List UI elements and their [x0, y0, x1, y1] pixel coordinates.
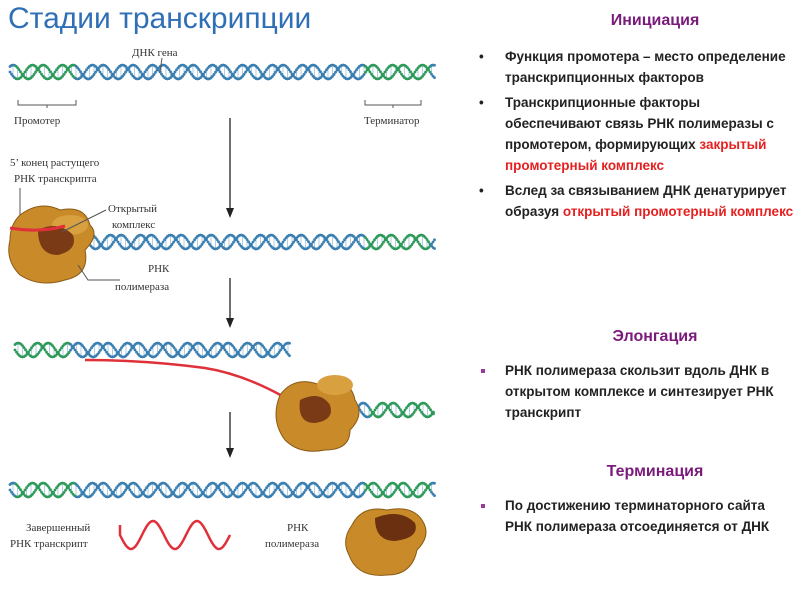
rnap-label: РНК — [148, 263, 170, 275]
terminator-label: Терминатор — [364, 115, 420, 127]
bullet-text: РНК полимераза скользит вдоль ДНК в откр… — [505, 363, 774, 420]
rnap-label: полимераза — [265, 538, 319, 550]
terminator-bracket — [364, 100, 422, 108]
dna-helix — [8, 481, 436, 499]
finished-rna-label: Завершенный — [26, 522, 90, 534]
rnap-label: РНК — [287, 522, 309, 534]
rna-transcript — [9, 224, 66, 232]
dna-helix — [8, 63, 436, 81]
initiation-section: Инициация •Функция промотера – место опр… — [475, 12, 795, 226]
rna-polymerase-blob — [345, 508, 427, 576]
initiation-heading: Инициация — [610, 12, 700, 29]
arrow-down-icon — [226, 278, 234, 328]
dna-gene-label: ДНК гена — [132, 47, 178, 59]
bullet-item: •Транскрипционные факторы обеспечивают с… — [479, 95, 774, 173]
promoter-bracket — [17, 100, 77, 108]
bullet-item: По достижению терминаторного сайта РНК п… — [475, 495, 795, 537]
finished-rna-transcript — [118, 519, 232, 551]
elongation-section: Элонгация РНК полимераза скользит вдоль … — [475, 328, 795, 427]
slide-title: Стадии транскрипции — [8, 2, 312, 35]
bullet-text: Транскрипционные факторы обеспечивают св… — [505, 95, 774, 152]
bullet-text: Функция промотера – место определение тр… — [505, 49, 786, 85]
finished-rna-label: РНК транскрипт — [10, 538, 88, 550]
bullet-text: Вслед за связыванием ДНК денатурирует об… — [505, 183, 787, 219]
bullet-item: •Вслед за связыванием ДНК денатурирует о… — [479, 183, 794, 219]
arrow-down-icon — [226, 412, 234, 458]
bullet-item: •Функция промотера – место определение т… — [479, 49, 786, 85]
open-complex-label: Открытый — [108, 203, 157, 215]
arrow-down-icon — [226, 118, 234, 218]
five-prime-label: 5’ конец растущего — [10, 157, 100, 169]
rna-polymerase-blob — [8, 205, 95, 284]
bullet-item: РНК полимераза скользит вдоль ДНК в откр… — [475, 360, 795, 423]
open-complex-label: комплекс — [112, 219, 155, 231]
highlight-text: открытый промотерный комплекс — [562, 204, 794, 219]
dna-helix — [13, 341, 291, 359]
rna-transcript — [84, 358, 311, 415]
promoter-label: Промотер — [14, 115, 61, 127]
highlight-text: закрытый промотерный комплекс — [505, 137, 767, 173]
termination-heading: Терминация — [606, 463, 704, 480]
five-prime-label: РНК транскрипта — [14, 173, 97, 185]
rnap-label: полимераза — [115, 281, 169, 293]
dna-helix — [86, 233, 436, 251]
elongation-heading: Элонгация — [612, 328, 698, 345]
rna-polymerase-blob — [275, 375, 360, 452]
transcription-diagram: ДНК гена Промотер Терминатор 5’ конец ра… — [8, 47, 436, 576]
bullet-text: По достижению терминаторного сайта РНК п… — [505, 498, 770, 534]
termination-section: Терминация По достижению терминаторного … — [475, 463, 795, 541]
leader-line — [159, 57, 163, 73]
